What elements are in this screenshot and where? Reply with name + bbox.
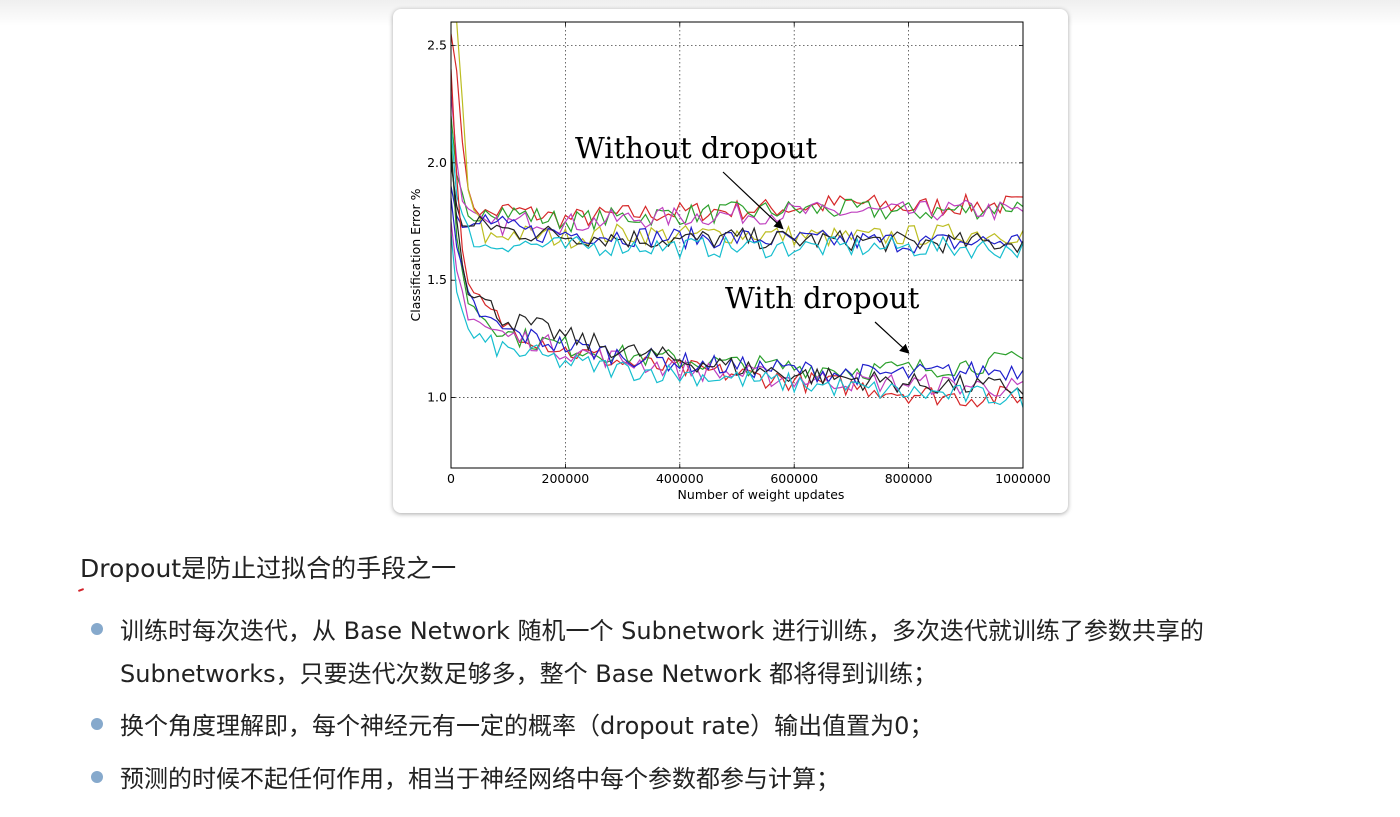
bullet-dot <box>91 771 103 783</box>
x-tick-label: 0 <box>447 471 455 486</box>
series-line-without-4 <box>451 186 1023 254</box>
y-tick-label: 1.0 <box>427 390 447 405</box>
series-line-without-5 <box>451 162 1023 255</box>
bullet-text-line: 预测的时候不起任何作用，相当于神经网络中每个参数都参与计算； <box>120 765 840 793</box>
series-line-with-12 <box>451 233 1023 408</box>
series-line-without-0 <box>451 33 1023 230</box>
y-tick-label: 2.0 <box>427 155 447 170</box>
chart-figure: 0 200000 400000 600000 800000 1000000 1.0 1.5 2.… <box>393 9 1068 513</box>
x-tick-label: 800000 <box>885 471 933 486</box>
bullet-dot <box>91 623 103 635</box>
red-pen-mark <box>77 588 85 592</box>
x-tick-label: 600000 <box>770 471 818 486</box>
series-line-without-1 <box>451 115 1023 234</box>
x-axis-label: Number of weight updates <box>678 487 845 502</box>
annotation-arrow <box>874 321 910 354</box>
y-tick-label: 1.5 <box>427 272 447 287</box>
bullet-text-line: 换个角度理解即，每个神经元有一定的概率（dropout rate）输出值置为0； <box>120 712 934 740</box>
series-line-with-8 <box>451 139 1023 381</box>
bullet-text-line: Subnetworks，只要迭代次数足够多，整个 Base Network 都将… <box>120 660 938 688</box>
y-axis-label: Classification Error % <box>408 188 423 321</box>
x-tick-label: 1000000 <box>995 471 1051 486</box>
x-tick-label: 400000 <box>656 471 704 486</box>
series-line-with-10 <box>451 198 1023 386</box>
series-line-without-6 <box>451 127 1023 260</box>
x-tick-label: 200000 <box>542 471 590 486</box>
annotation-label: With dropout <box>725 281 920 315</box>
series-line-without-3 <box>451 22 1023 249</box>
y-tick-label: 2.5 <box>427 37 447 52</box>
bullet-text-line: 训练时每次迭代，从 Base Network 随机一个 Subnetwork 进… <box>120 617 1204 645</box>
chart-svg: 0 200000 400000 600000 800000 1000000 1.0 1.5 2.… <box>408 21 1051 502</box>
annotation-label: Without dropout <box>575 131 817 165</box>
series-line-with-11 <box>451 151 1023 395</box>
bullet-dot <box>91 718 103 730</box>
plot-frame <box>450 21 1024 469</box>
annotation-arrow <box>722 171 784 230</box>
slide-title: Dropout是防止过拟合的手段之一 <box>80 554 457 583</box>
